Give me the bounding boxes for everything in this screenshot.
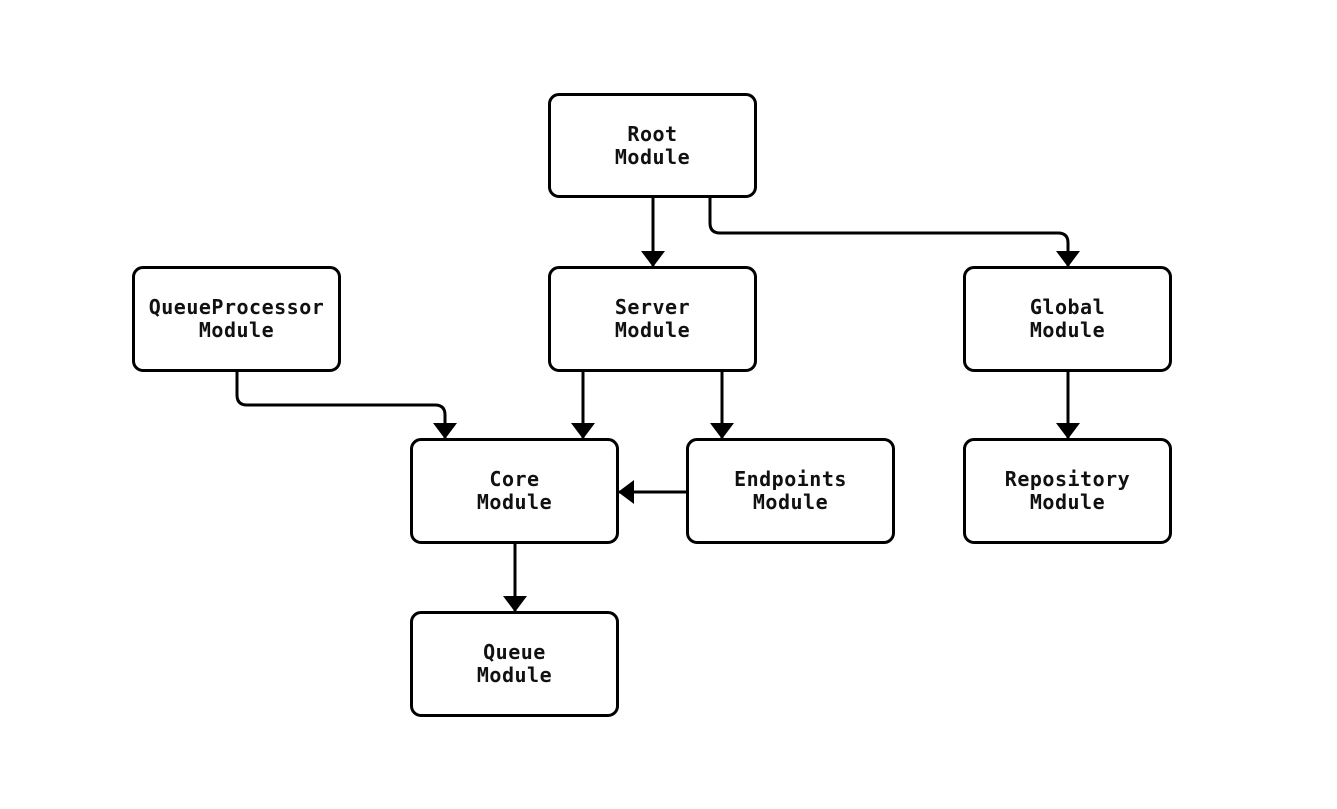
node-label: Module [198, 318, 275, 342]
node-label: Global [1029, 295, 1106, 319]
node-label: Endpoints [734, 467, 847, 491]
node-endpoints-module: Endpoints Module [686, 438, 895, 544]
node-label: Module [476, 663, 553, 687]
node-label: Root [627, 121, 678, 146]
node-label: Module [614, 144, 691, 169]
node-label: Module [614, 318, 691, 342]
node-label: Queue [483, 640, 546, 664]
node-label: Module [1029, 490, 1106, 514]
node-label: Module [476, 490, 553, 514]
node-server-module: Server Module [548, 266, 757, 372]
node-label: Module [752, 490, 829, 514]
edge-root-to-global [708, 198, 1080, 267]
node-global-module: Global Module [963, 266, 1172, 372]
edge-queueprocessor-to-core [235, 372, 457, 439]
node-label: Core [489, 467, 540, 491]
node-core-module: Core Module [410, 438, 619, 544]
node-label: QueueProcessor [148, 295, 325, 319]
node-queueprocessor-module: QueueProcessor Module [132, 266, 341, 372]
node-label: Server [614, 295, 691, 319]
node-root-module: Root Module [548, 93, 757, 198]
node-label: Module [1029, 318, 1106, 342]
node-label: Repository [1004, 467, 1131, 491]
node-queue-module: Queue Module [410, 611, 619, 717]
node-repository-module: Repository Module [963, 438, 1172, 544]
